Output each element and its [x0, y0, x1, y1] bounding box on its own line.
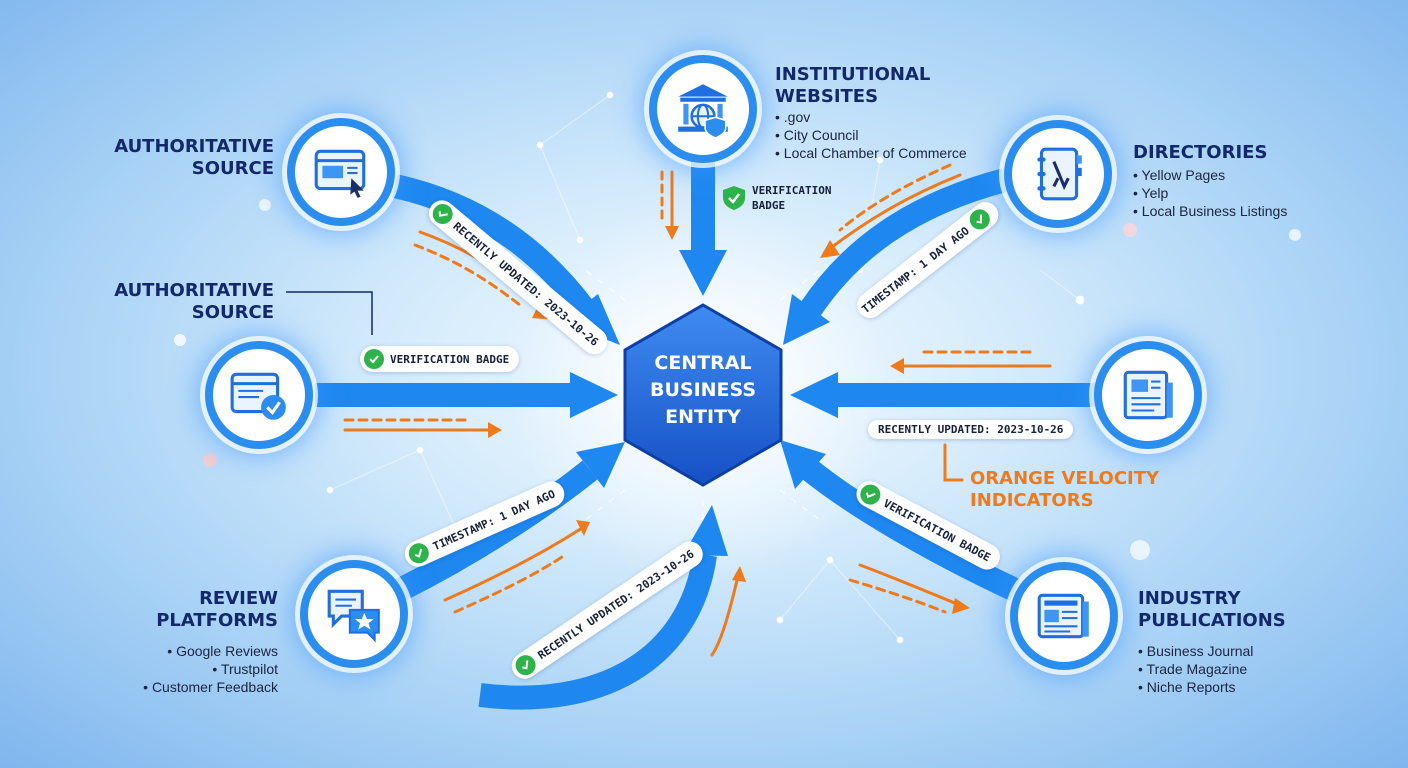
- node-industry: [1010, 562, 1118, 670]
- tag-verification-mid-left: VERIFICATION BADGE: [360, 346, 520, 372]
- arrowhead-institutional: [679, 250, 727, 296]
- browser-check-icon: [230, 372, 286, 420]
- velocity-marker-lower-left: [443, 526, 584, 602]
- velocity-legend-label: ORANGE VELOCITY INDICATORS: [970, 468, 1160, 511]
- publication-icon: [1037, 593, 1089, 639]
- browser-cursor-icon: [314, 149, 366, 198]
- hub-label-line-3: ENTITY: [665, 406, 741, 428]
- node-authoritative-mid: [205, 341, 313, 449]
- node-institutional: [649, 55, 757, 163]
- industry-title: INDUSTRY PUBLICATIONS: [1138, 588, 1286, 631]
- list-item: Yelp: [1133, 184, 1287, 202]
- node-directories: [1004, 120, 1112, 228]
- flow-arrow-review: [394, 460, 598, 601]
- bank-globe-shield-icon: [678, 84, 728, 139]
- velocity-marker-top-right-dash: [838, 163, 952, 232]
- node-news: [1094, 341, 1202, 449]
- arrowhead-review: [576, 442, 625, 488]
- hub-label-line-1: CENTRAL: [654, 352, 752, 374]
- background-network: [326, 91, 1085, 644]
- arrowhead-authoritative-mid: [570, 372, 618, 418]
- directories-title: DIRECTORIES: [1133, 142, 1268, 163]
- list-item: Local Chamber of Commerce: [775, 144, 967, 162]
- list-item: Local Business Listings: [1133, 202, 1288, 220]
- tag-recently-updated-top-left: RECENTLY UPDATED: 2023-10-26: [423, 195, 614, 360]
- arrowhead-news: [790, 372, 838, 418]
- tag-text-line-1: VERIFICATION: [752, 184, 832, 197]
- velocity-marker-top-right: [826, 173, 962, 252]
- authoritative-top-title: AUTHORITATIVE SOURCE: [114, 136, 274, 179]
- directories-list: Yellow Pages Yelp Local Business Listing…: [1133, 166, 1288, 220]
- velocity-marker-lower-right-dash: [848, 578, 947, 614]
- list-item: Customer Feedback: [100, 678, 278, 696]
- industry-list: Business Journal Trade Magazine Niche Re…: [1138, 642, 1254, 696]
- tag-recently-updated-mid-right: RECENTLY UPDATED: 2023-10-26: [868, 420, 1074, 439]
- tag-text: VERIFICATION BADGE: [390, 352, 510, 366]
- background-glow-dots: [174, 199, 1301, 645]
- review-title: REVIEW PLATFORMS: [156, 588, 278, 631]
- velocity-marker-top-left-dash: [413, 243, 522, 307]
- list-item: Yellow Pages: [1133, 166, 1287, 184]
- institutional-title: INSTITUTIONAL WEBSITES: [775, 64, 931, 107]
- chat-star-icon: [327, 589, 380, 643]
- arrowhead-industry: [780, 440, 826, 489]
- shield-check-icon: [723, 186, 745, 210]
- check-badge-icon: [428, 199, 457, 229]
- list-item: .gov: [775, 108, 967, 126]
- velocity-arrowhead-lower-right: [952, 598, 970, 614]
- arrowhead-directories: [783, 294, 830, 345]
- node-authoritative-top: [287, 118, 395, 226]
- flow-arrow-directories: [800, 168, 1009, 317]
- hub-label-line-2: BUSINESS: [649, 379, 757, 401]
- flow-arrow-industry: [802, 460, 1021, 601]
- newspaper-icon: [1123, 370, 1173, 420]
- tag-text: RECENTLY UPDATED: 2023-10-26: [878, 423, 1064, 436]
- check-badge-icon: [511, 651, 540, 680]
- list-item: City Council: [775, 126, 967, 144]
- arrowhead-authoritative-top: [562, 294, 620, 345]
- velocity-marker-bottom: [710, 574, 740, 657]
- velocity-arrowhead-top-right: [820, 240, 840, 258]
- velocity-arrowhead-mid-left: [488, 422, 502, 438]
- list-item: Trustpilot: [100, 660, 278, 678]
- velocity-arrowhead-institutional: [665, 226, 679, 240]
- velocity-marker-lower-right: [858, 563, 964, 608]
- authoritative-mid-title: AUTHORITATIVE SOURCE: [114, 280, 274, 323]
- check-badge-icon: [364, 349, 384, 369]
- velocity-arrowhead-lower-left: [576, 520, 590, 536]
- velocity-marker-legend: [943, 443, 964, 482]
- address-book-icon: [1037, 147, 1082, 201]
- list-item: Niche Reports: [1138, 678, 1253, 696]
- tag-verification-lower-right: VERIFICATION BADGE: [851, 476, 1005, 575]
- review-list: Google Reviews Trustpilot Customer Feedb…: [100, 642, 278, 696]
- flow-arrow-bottom: [478, 553, 717, 710]
- velocity-arrowhead-news: [890, 358, 904, 374]
- velocity-marker-lower-left-dash: [453, 553, 567, 614]
- check-badge-icon: [856, 481, 884, 509]
- tag-verification-institutional: VERIFICATION BADGE: [722, 183, 831, 213]
- list-item: Business Journal: [1138, 642, 1254, 660]
- authoritative-mid-leader: [286, 291, 373, 335]
- central-hub-label: CENTRAL BUSINESS ENTITY: [628, 350, 778, 431]
- flow-arrow-authoritative-top: [392, 174, 595, 318]
- tag-timestamp-lower-left: TIMESTAMP: 1 DAY AGO: [400, 476, 569, 571]
- list-item: Trade Magazine: [1138, 660, 1253, 678]
- tag-timestamp-top-right: TIMESTAMP: 1 DAY AGO: [851, 196, 1004, 324]
- institutional-list: .gov City Council Local Chamber of Comme…: [775, 108, 967, 162]
- list-item: Google Reviews: [100, 642, 278, 660]
- tag-text-line-2: BADGE: [752, 199, 786, 212]
- central-hub-hexagon: [623, 303, 783, 487]
- check-badge-icon: [405, 540, 432, 567]
- check-badge-icon: [966, 205, 995, 234]
- tag-recently-updated-bottom: RECENTLY UPDATED: 2023-10-26: [506, 536, 709, 684]
- node-review: [300, 560, 408, 668]
- velocity-arrowhead-bottom: [732, 566, 746, 582]
